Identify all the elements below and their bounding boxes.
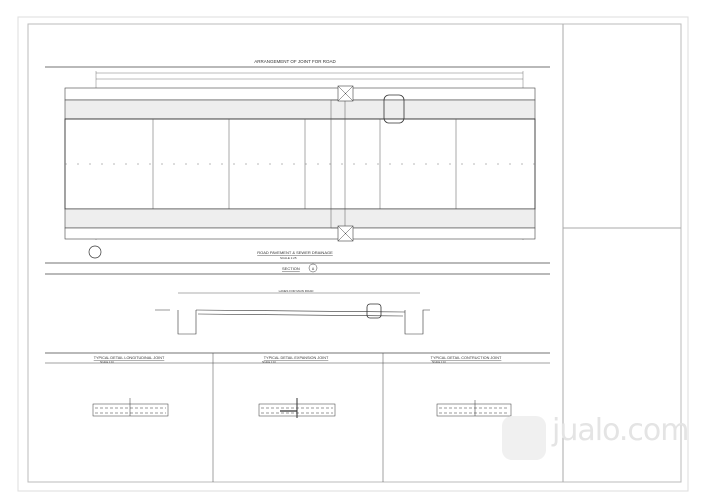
bottom-drain-strip xyxy=(64,208,536,229)
section-caption: LANES FOR MAIN ROAD xyxy=(279,289,315,293)
detail-callout xyxy=(383,94,405,124)
section-marker xyxy=(308,263,318,273)
section-marker-icon xyxy=(88,245,102,259)
detail-title: TYPICAL DETAIL CONTRUCTION JOINT xyxy=(431,356,502,360)
section-marker-label: A xyxy=(312,267,315,271)
plan-scale: SCALE 1:25 xyxy=(280,256,297,260)
road-plan xyxy=(64,85,536,259)
road-pavement xyxy=(64,118,536,210)
watermark-logo-icon xyxy=(502,416,546,460)
drawing-frame xyxy=(27,23,682,483)
bottom-sidewalk xyxy=(64,227,536,240)
detail-title: TYPICAL DETAIL LONGITUDINAL JOINT xyxy=(94,356,165,360)
road-section: LANES FOR MAIN ROAD xyxy=(155,289,430,335)
detail-scale: SCALE 1:10 xyxy=(100,361,114,364)
watermark: jualo.com xyxy=(552,413,690,448)
plan-caption: ROAD PAVEMENT & SEWER DRAINAGE xyxy=(257,250,333,255)
plan-title: ARRANGEMENT OF JOINT FOR ROAD xyxy=(254,59,336,64)
detail-construction-joint: TYPICAL DETAIL CONTRUCTION JOINT SCALE 1… xyxy=(431,356,512,417)
top-drain-strip xyxy=(64,99,536,120)
detail-expansion-joint: TYPICAL DETAIL EXPANSION JOINT SCALE 1:1… xyxy=(258,356,336,418)
top-sidewalk xyxy=(64,87,536,101)
detail-scale: SCALE 1:10 xyxy=(432,361,446,364)
detail-longitudinal-joint: TYPICAL DETAIL LONGITUDINAL JOINT SCALE … xyxy=(92,356,169,417)
detail-scale: SCALE 1:10 xyxy=(262,361,276,364)
section-title: SECTION xyxy=(282,266,300,271)
detail-title: TYPICAL DETAIL EXPANSION JOINT xyxy=(264,356,329,360)
